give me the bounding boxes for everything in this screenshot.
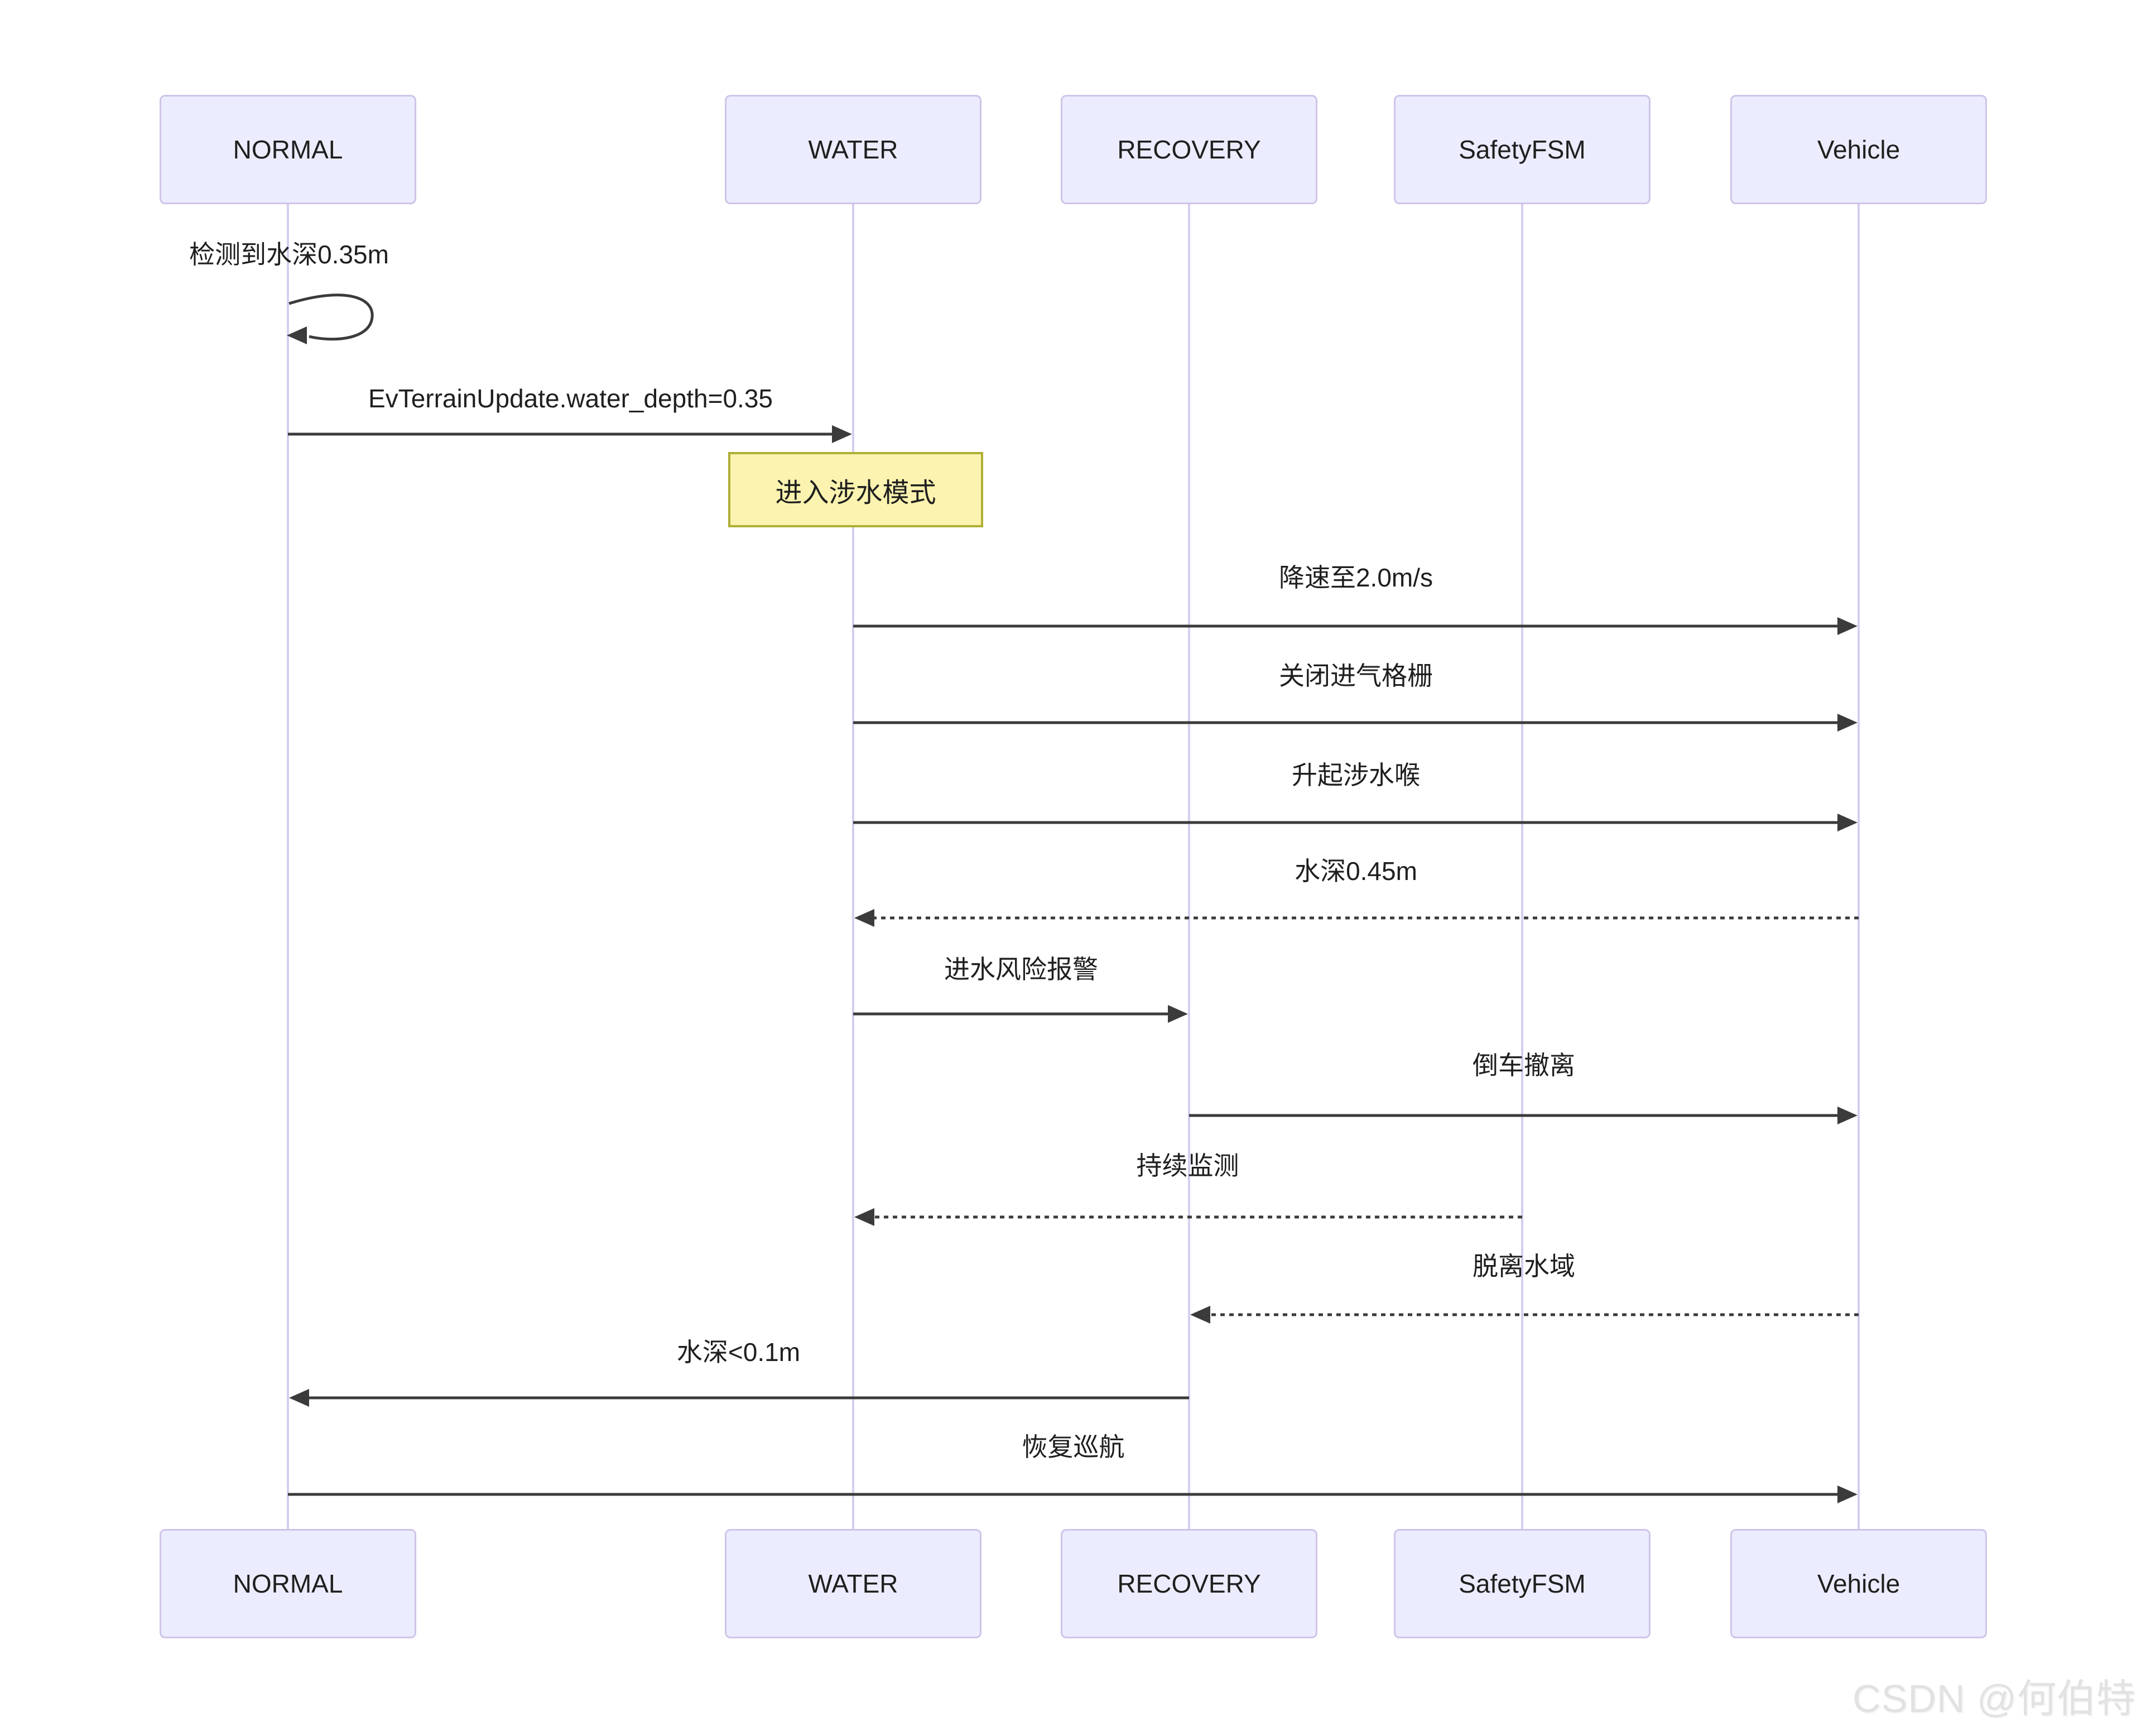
message-label-9: 脱离水域: [1473, 1252, 1575, 1281]
participant-label: WATER: [808, 135, 898, 164]
participant-bottom-SafetyFSM: SafetyFSM: [1394, 1529, 1651, 1638]
participant-label: SafetyFSM: [1459, 1569, 1586, 1598]
message-arrowhead-3: [1837, 714, 1858, 732]
message-label-4: 升起涉水喉: [1292, 761, 1420, 790]
participant-bottom-RECOVERY: RECOVERY: [1061, 1529, 1317, 1638]
self-loop-arrow: [288, 294, 374, 341]
message-arrowhead-9: [1190, 1306, 1210, 1324]
participant-top-RECOVERY: RECOVERY: [1061, 95, 1317, 204]
participant-label: Vehicle: [1817, 135, 1900, 164]
participant-top-NORMAL: NORMAL: [160, 95, 416, 204]
message-label-1: EvTerrainUpdate.water_depth=0.35: [368, 384, 773, 413]
message-label-11: 恢复巡航: [1022, 1432, 1125, 1461]
participant-label: Vehicle: [1817, 1569, 1900, 1598]
message-label-6: 进水风险报警: [944, 955, 1098, 984]
self-loop-arrowhead: [287, 326, 307, 344]
watermark: CSDN @何伯特: [1853, 1677, 2136, 1720]
message-label-7: 倒车撤离: [1473, 1051, 1575, 1080]
message-arrowhead-2: [1837, 617, 1858, 635]
message-label-10: 水深<0.1m: [676, 1338, 801, 1367]
participant-label: WATER: [808, 1569, 898, 1598]
message-arrowhead-1: [832, 425, 852, 443]
message-label-8: 持续监测: [1136, 1151, 1239, 1180]
message-label-2: 降速至2.0m/s: [1278, 563, 1433, 592]
message-label-5: 水深0.45m: [1295, 857, 1417, 886]
participant-label: RECOVERY: [1117, 1569, 1261, 1598]
message-arrowhead-4: [1837, 814, 1858, 831]
participant-bottom-Vehicle: Vehicle: [1730, 1529, 1987, 1638]
message-arrowhead-5: [854, 909, 874, 927]
participant-label: NORMAL: [233, 1569, 343, 1598]
note-enter-wading-mode: 进入涉水模式: [728, 452, 983, 527]
participant-label: SafetyFSM: [1459, 135, 1586, 164]
participant-top-WATER: WATER: [725, 95, 981, 204]
participant-bottom-WATER: WATER: [725, 1529, 981, 1638]
message-label-0: 检测到水深0.35m: [189, 240, 389, 269]
message-arrowhead-8: [854, 1208, 874, 1226]
message-arrowhead-6: [1168, 1005, 1188, 1023]
message-arrowhead-7: [1837, 1107, 1858, 1124]
participant-label: NORMAL: [233, 135, 343, 164]
message-arrowhead-10: [289, 1389, 309, 1407]
participant-top-Vehicle: Vehicle: [1730, 95, 1987, 204]
participant-label: RECOVERY: [1117, 135, 1261, 164]
message-arrowhead-11: [1837, 1485, 1858, 1503]
participant-bottom-NORMAL: NORMAL: [160, 1529, 416, 1638]
message-label-3: 关闭进气格栅: [1279, 661, 1433, 690]
participant-top-SafetyFSM: SafetyFSM: [1394, 95, 1651, 204]
